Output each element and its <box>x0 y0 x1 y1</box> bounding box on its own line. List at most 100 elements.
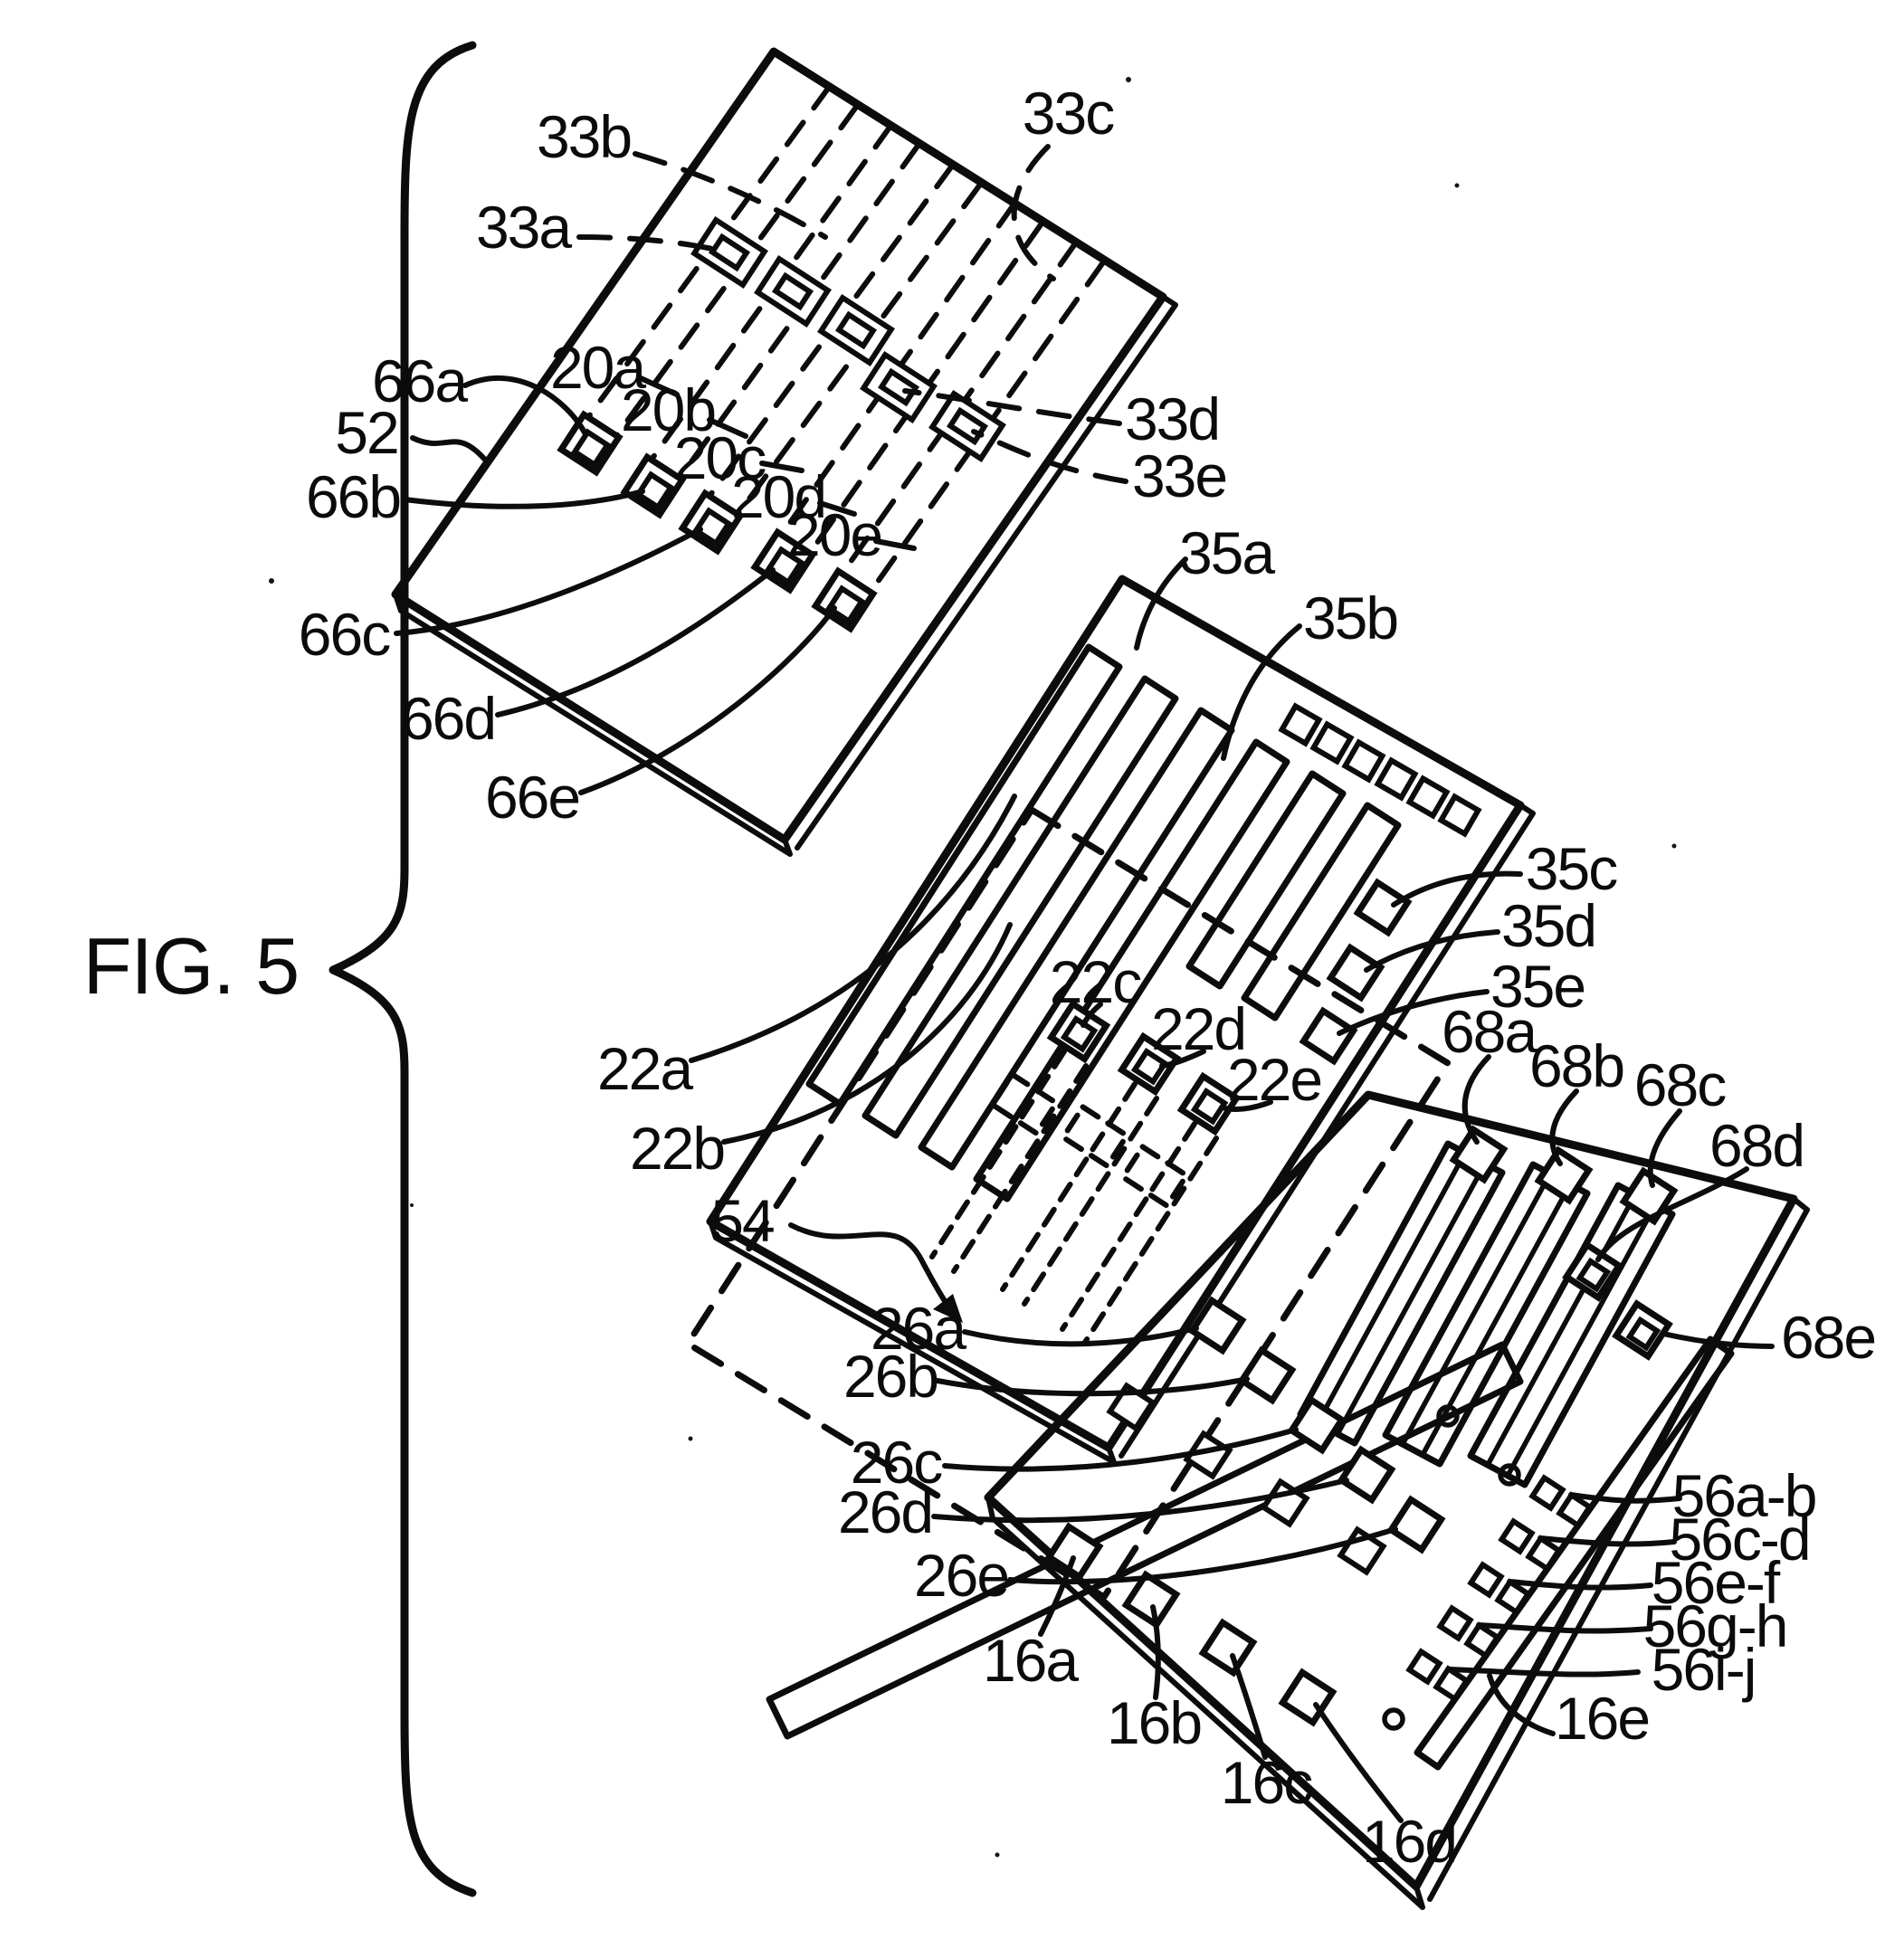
element-box-inner <box>834 310 878 350</box>
callout-35d: 35d <box>1501 892 1595 959</box>
leader-56cd <box>1537 1535 1677 1547</box>
callout-68a: 68a <box>1442 998 1537 1065</box>
callout-66e: 66e <box>485 764 579 831</box>
pair-pad <box>1525 1535 1563 1573</box>
nozzle-20c-inner <box>692 507 733 547</box>
callout-35c: 35c <box>1526 835 1617 902</box>
edge-pad <box>1405 775 1451 820</box>
slot-strip-56 <box>1414 1335 1735 1771</box>
element-box-inner <box>771 271 814 311</box>
channel-finger <box>918 707 1235 1171</box>
leader-35e <box>1337 989 1490 1036</box>
plate-middle-thickness-edge <box>708 803 1536 1465</box>
pad-26a <box>1187 1296 1247 1355</box>
hole <box>1436 1404 1460 1428</box>
element-box-inner <box>877 367 920 407</box>
leader-lines <box>394 144 1775 1823</box>
plate-bottom-thickness-edge <box>985 1196 1810 1910</box>
callout-56ef: 56e-f <box>1652 1549 1781 1616</box>
callout-20d: 20d <box>731 463 825 530</box>
callout-22c: 22c <box>1050 948 1141 1015</box>
dashed-box <box>1119 1144 1190 1209</box>
leader-66d <box>495 567 776 718</box>
pair-pad <box>1433 1665 1471 1703</box>
nozzle-20a-inner <box>571 428 612 469</box>
slot-inner <box>1485 1192 1658 1478</box>
speckle <box>269 578 274 584</box>
callout-68d: 68d <box>1709 1112 1804 1179</box>
callout-26e: 26e <box>914 1542 1008 1609</box>
nozzle-20b-inner <box>634 470 675 511</box>
leader-26a <box>962 1326 1199 1347</box>
pad-row-16 <box>1044 1522 1338 1727</box>
lane-33c <box>695 162 983 535</box>
speckle <box>995 1852 1000 1858</box>
square-22e-inner <box>1190 1088 1229 1126</box>
pad-68b <box>1534 1145 1594 1205</box>
pad-35c <box>1353 878 1413 937</box>
leader-16d <box>1313 1702 1404 1823</box>
edge-pad <box>1374 756 1419 802</box>
pad-16b <box>1121 1570 1181 1630</box>
channel-finger-short <box>1241 802 1402 1022</box>
plate-52-outline <box>391 47 1167 844</box>
callout-56cd: 56c-d <box>1669 1506 1809 1573</box>
leader-66a <box>462 375 587 435</box>
callout-33c: 33c <box>1023 80 1114 147</box>
nozzle-20e-inner <box>825 585 866 625</box>
callout-26a: 26a <box>871 1295 966 1362</box>
edge-pad-row-35 <box>1278 702 1482 838</box>
leader-16e <box>1487 1673 1556 1736</box>
figure-label: FIG. 5 <box>83 921 300 1011</box>
callout-labels: 33b 33c 33a 66a 20a 52 20b 20c 33d 33e 2… <box>299 80 1877 1875</box>
leader-16c <box>1230 1653 1268 1760</box>
channel-finger <box>805 643 1123 1107</box>
speckle <box>1454 183 1460 188</box>
lane-33e <box>828 240 1106 613</box>
leader-26c <box>942 1427 1299 1472</box>
edge-pad <box>1437 793 1482 838</box>
callout-66a: 66a <box>372 347 468 414</box>
callout-22a: 22a <box>597 1035 693 1102</box>
leader-22b <box>721 922 1013 1145</box>
callout-56ab: 56a-b <box>1672 1462 1816 1529</box>
leader-20a <box>638 375 680 397</box>
speckle <box>1671 843 1677 849</box>
hole <box>1498 1463 1521 1487</box>
channel-finger <box>973 738 1290 1202</box>
lane-element-boxes <box>690 215 1006 463</box>
leader-33a <box>576 234 719 252</box>
leader-20c <box>759 461 804 473</box>
callout-56gh: 56g-h <box>1643 1592 1787 1659</box>
callout-26d: 26d <box>838 1478 932 1545</box>
callout-16a: 16a <box>983 1627 1079 1694</box>
leader-20d <box>817 500 857 517</box>
callout-16d: 16d <box>1362 1808 1456 1875</box>
leader-22c <box>1081 1002 1103 1028</box>
pair-pad <box>1436 1604 1474 1642</box>
leader-35d <box>1364 929 1500 973</box>
leader-26d <box>931 1478 1349 1524</box>
leader-26b <box>935 1376 1250 1397</box>
pads-68de <box>1562 1240 1673 1361</box>
pair-pad <box>1556 1491 1594 1529</box>
callout-16b: 16b <box>1107 1689 1201 1756</box>
leader-52 <box>410 435 488 462</box>
plate-52-thickness-edge <box>393 294 1178 857</box>
callout-16c: 16c <box>1221 1749 1312 1816</box>
pad-row-26 <box>1187 1296 1446 1554</box>
plate-54 <box>684 806 1452 1601</box>
leader-20e <box>873 538 917 551</box>
dashed-lane <box>929 1049 1089 1274</box>
figure-brace <box>328 41 477 1897</box>
callout-22d: 22d <box>1151 995 1245 1062</box>
leader-22e <box>1219 1099 1273 1112</box>
leader-56gh <box>1476 1622 1653 1634</box>
callout-35e: 35e <box>1490 953 1585 1020</box>
leader-56ef <box>1507 1579 1653 1591</box>
leader-56ij <box>1445 1667 1641 1678</box>
leader-68a <box>1461 1054 1491 1145</box>
pair-pad <box>1498 1517 1536 1555</box>
leader-66c <box>394 527 703 636</box>
callout-54: 54 <box>710 1187 774 1254</box>
